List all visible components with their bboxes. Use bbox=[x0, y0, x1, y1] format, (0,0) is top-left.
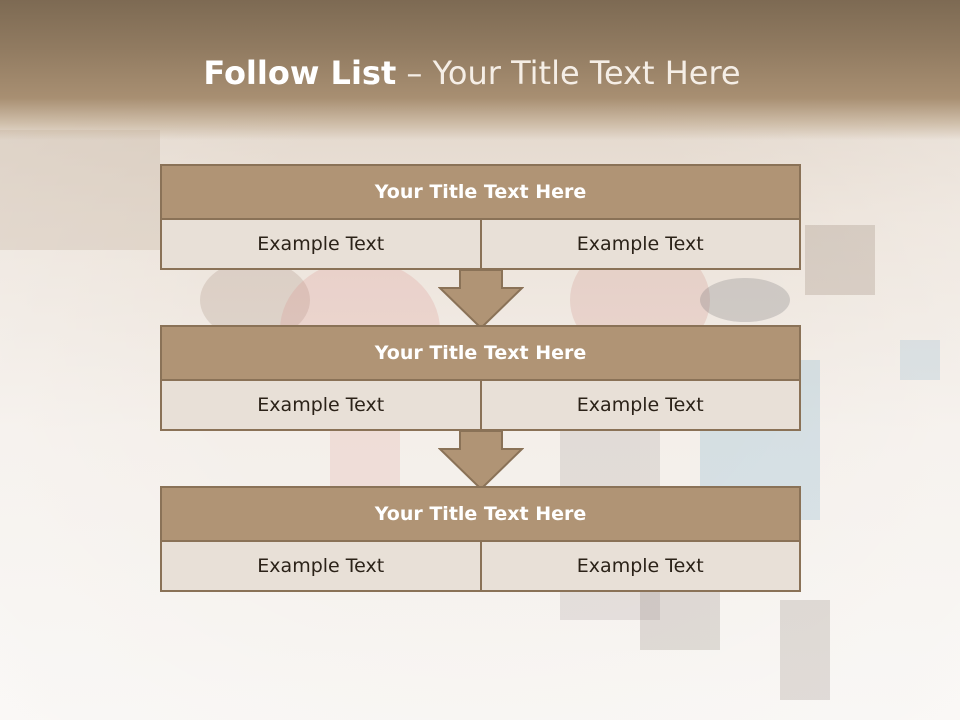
block-cell-right: Example Text bbox=[481, 381, 801, 431]
block-title: Your Title Text Here bbox=[160, 164, 801, 220]
block-row: Example Text Example Text bbox=[160, 542, 801, 592]
down-arrow-icon bbox=[438, 270, 524, 330]
slide-title-bold: Follow List bbox=[203, 54, 397, 92]
block-cell-right: Example Text bbox=[481, 542, 801, 592]
block-title: Your Title Text Here bbox=[160, 486, 801, 542]
block-row: Example Text Example Text bbox=[160, 381, 801, 431]
list-block-1[interactable]: Your Title Text Here Example Text Exampl… bbox=[160, 164, 801, 270]
title-header-band bbox=[0, 0, 960, 140]
list-block-3[interactable]: Your Title Text Here Example Text Exampl… bbox=[160, 486, 801, 592]
block-cell-left: Example Text bbox=[160, 381, 482, 431]
block-cell-left: Example Text bbox=[160, 542, 482, 592]
block-row: Example Text Example Text bbox=[160, 220, 801, 270]
slide-title-rest: – Your Title Text Here bbox=[406, 54, 741, 92]
block-cell-right: Example Text bbox=[481, 220, 801, 270]
block-cell-left: Example Text bbox=[160, 220, 482, 270]
down-arrow-icon bbox=[438, 431, 524, 491]
list-block-2[interactable]: Your Title Text Here Example Text Exampl… bbox=[160, 325, 801, 431]
block-title: Your Title Text Here bbox=[160, 325, 801, 381]
slide-title[interactable]: Follow List – Your Title Text Here bbox=[0, 54, 944, 92]
